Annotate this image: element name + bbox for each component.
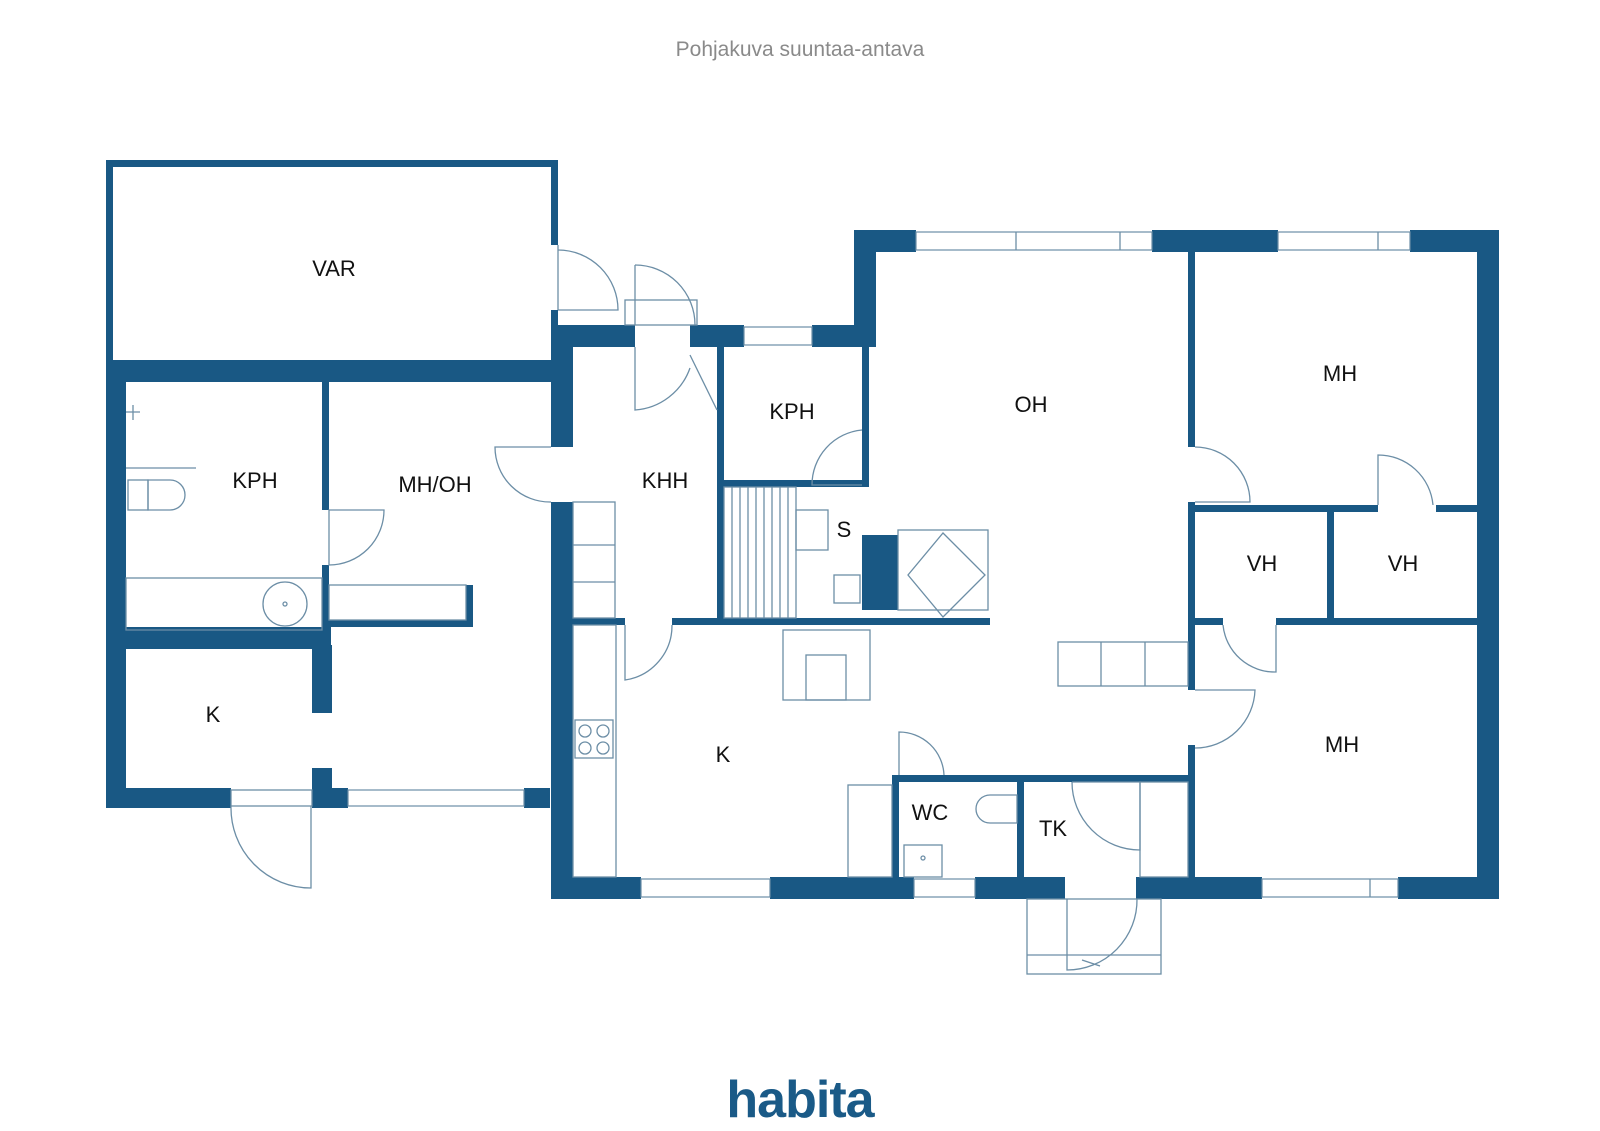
- floorplan-caption: Pohjakuva suuntaa-antava: [675, 38, 925, 61]
- room-label-wc: WC: [912, 800, 949, 825]
- room-label-khh: KHH: [642, 468, 688, 493]
- room-label-tk: TK: [1039, 816, 1067, 841]
- room-label-k-main: K: [716, 742, 731, 767]
- walls: [106, 160, 1499, 899]
- room-label-vh-1: VH: [1247, 551, 1278, 576]
- room-label-kph-center: KPH: [769, 399, 814, 424]
- room-label-k-left: K: [206, 702, 221, 727]
- room-label-kph-left: KPH: [232, 468, 277, 493]
- room-label-var: VAR: [312, 256, 356, 281]
- habita-logo: habita: [726, 1071, 874, 1129]
- room-label-mh-bottom: MH: [1325, 732, 1359, 757]
- room-label-sauna: S: [837, 517, 852, 542]
- room-label-oh: OH: [1015, 392, 1048, 417]
- doors-and-fixtures: [125, 245, 1434, 975]
- room-label-mh-oh: MH/OH: [398, 472, 471, 497]
- room-label-mh-top: MH: [1323, 361, 1357, 386]
- room-labels: VAR KPH MH/OH K KHH KPH S OH MH VH VH K …: [206, 256, 1419, 841]
- windows: [347, 231, 1411, 898]
- room-label-vh-2: VH: [1388, 551, 1419, 576]
